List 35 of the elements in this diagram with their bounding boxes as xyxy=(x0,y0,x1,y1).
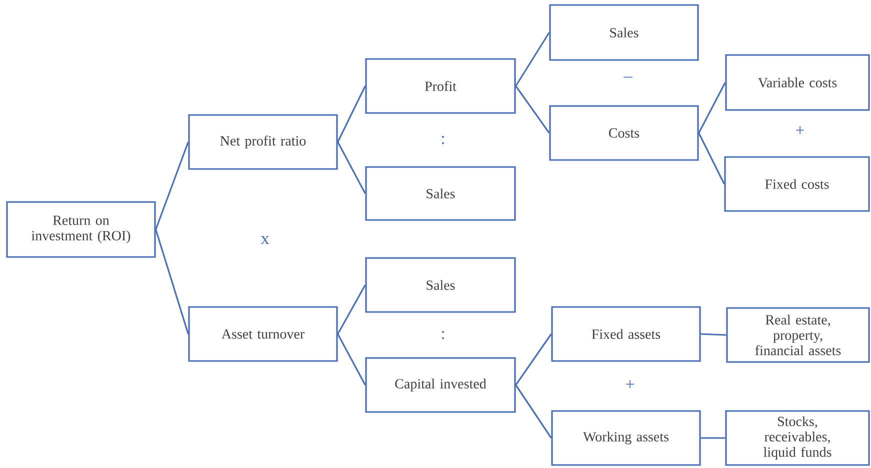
operator-sign: + xyxy=(796,126,804,134)
connector-line xyxy=(337,334,366,386)
process-box: Costs xyxy=(549,105,699,161)
process-box: Return on investment (ROI) xyxy=(6,201,156,258)
process-box: Fixed costs xyxy=(724,156,870,212)
connector-line xyxy=(698,132,725,184)
connector-line xyxy=(155,142,189,230)
connector-line xyxy=(515,32,550,86)
operator-sign: + xyxy=(626,380,634,388)
process-box: Sales xyxy=(365,257,516,313)
operator-sign: x xyxy=(260,236,270,244)
process-box: Asset turnover xyxy=(188,306,338,362)
process-box: Profit xyxy=(365,58,516,114)
process-box: Variable costs xyxy=(725,54,870,111)
operator-sign: : xyxy=(442,330,444,340)
process-box: Real estate, property, financial assets xyxy=(726,307,870,363)
operator-sign: : xyxy=(442,136,444,144)
connector-line xyxy=(515,384,552,438)
connector-line xyxy=(337,284,366,334)
connector-line xyxy=(337,142,366,194)
connector-line xyxy=(700,333,726,336)
connector-line xyxy=(700,437,726,439)
process-box: Net profit ratio xyxy=(188,114,338,170)
process-box: Sales xyxy=(549,4,699,61)
process-box: Capital invested xyxy=(365,357,516,413)
process-box: Fixed assets xyxy=(551,306,701,362)
connector-line xyxy=(155,229,189,334)
process-box: Stocks, receivables, liquid funds xyxy=(725,410,870,466)
process-box: Sales xyxy=(365,166,516,221)
connector-line xyxy=(698,82,726,134)
connector-line xyxy=(515,334,552,386)
operator-sign: – xyxy=(624,76,632,78)
process-box: Working assets xyxy=(551,410,701,466)
connector-line xyxy=(515,86,550,134)
connector-line xyxy=(337,86,366,142)
